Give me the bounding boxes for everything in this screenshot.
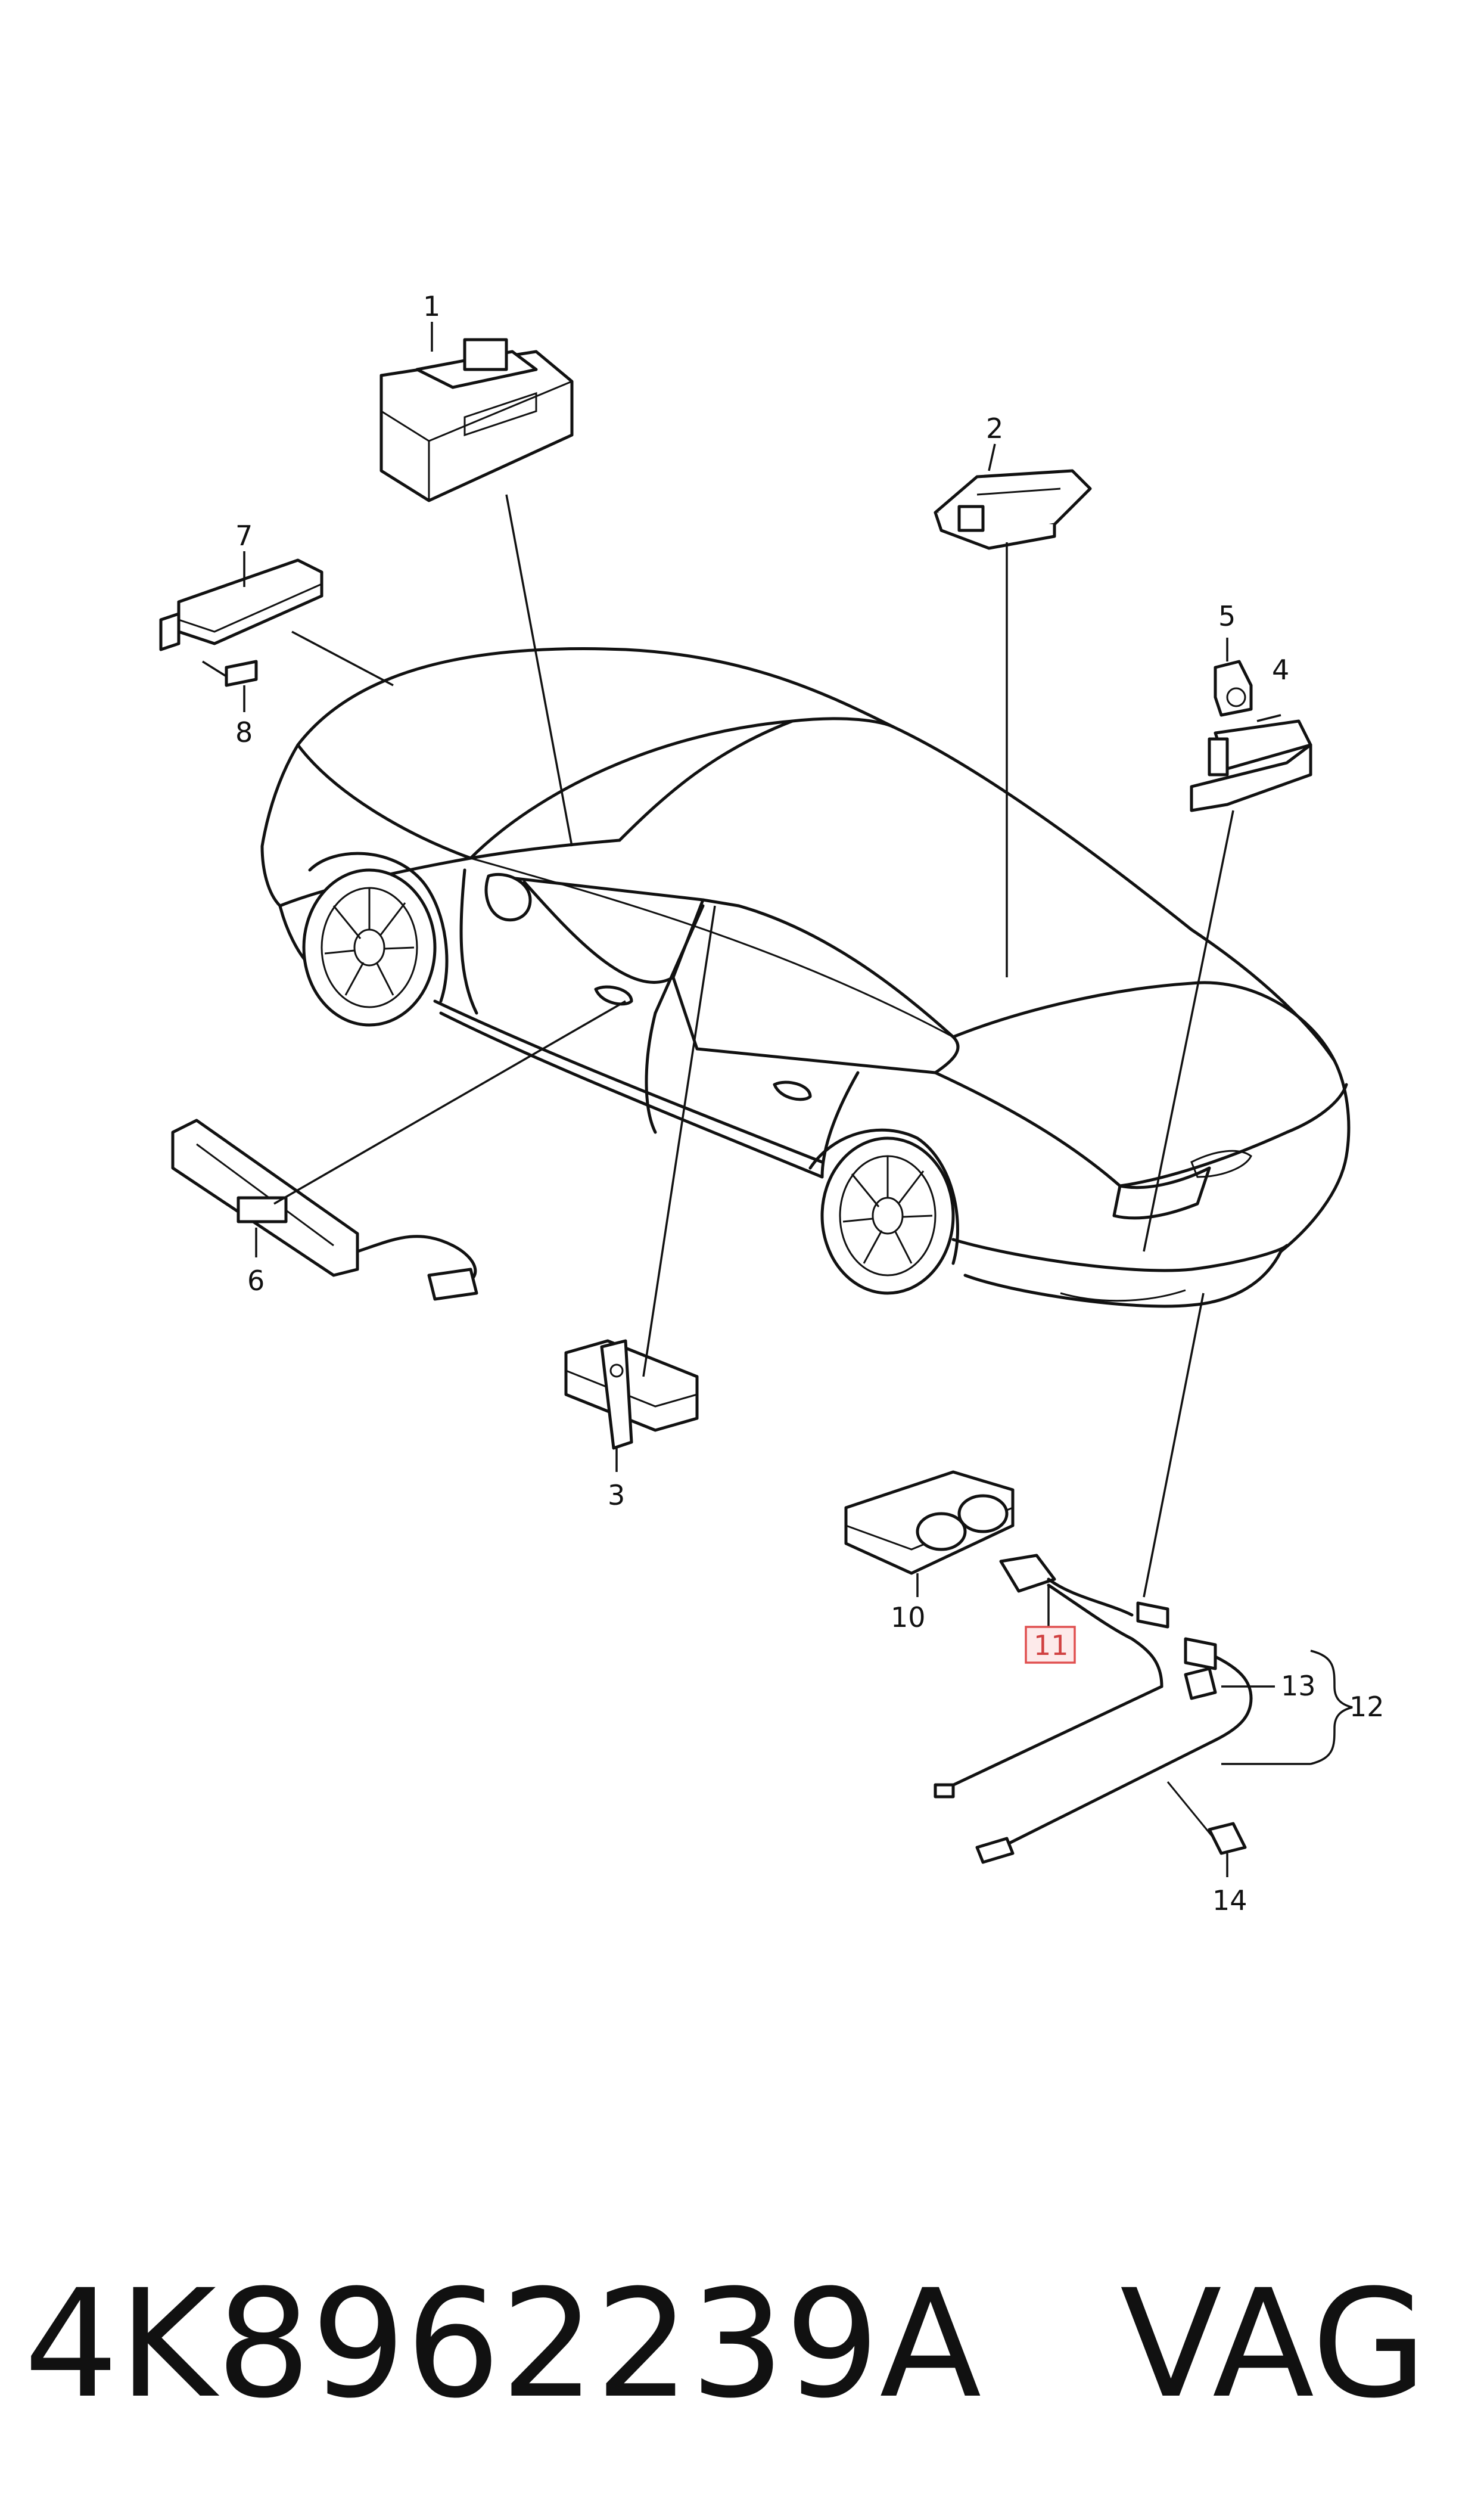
part-1-control-unit [379, 338, 574, 502]
callout-12: 12 [1349, 1691, 1385, 1723]
part-3-bracket [564, 1339, 699, 1450]
callout-4: 4 [1272, 654, 1289, 686]
side-mirror [484, 872, 532, 922]
callout-11: 11 [1034, 1629, 1069, 1661]
callout-11-highlight [1025, 1626, 1076, 1664]
callout-6: 6 [247, 1265, 265, 1297]
callout-3: 3 [608, 1479, 625, 1511]
part-8-screw [202, 660, 258, 687]
leader-lines [243, 322, 1353, 1877]
part-2-module [934, 469, 1092, 550]
callout-13: 13 [1281, 1670, 1316, 1702]
part-12-cable-set [975, 1667, 1253, 1864]
callout-1: 1 [423, 290, 440, 322]
part-4-module [1190, 719, 1312, 812]
part-5-sensor [1214, 660, 1253, 717]
part-13-clip [1184, 1667, 1217, 1700]
part-number: 4K8962239A [24, 2257, 981, 2431]
brand-name: VAG [1120, 2257, 1427, 2431]
callout-5: 5 [1218, 600, 1236, 632]
part-11-wiring-harness [934, 1554, 1253, 1799]
callout-labels: 1 2 3 4 5 6 7 8 10 11 12 13 14 [235, 290, 1385, 1917]
footer: 4K8962239A VAG [24, 2257, 1427, 2431]
part-10-connector-module [844, 1470, 1015, 1575]
callout-10: 10 [891, 1601, 926, 1633]
part-7-module [159, 558, 323, 651]
rear-door-handle [773, 1080, 812, 1101]
callout-8: 8 [235, 716, 253, 748]
callout-7: 7 [235, 520, 253, 552]
tail-light [1112, 1166, 1211, 1220]
part-14-holder [1208, 1822, 1247, 1855]
part-6-antenna-strip [171, 1119, 478, 1301]
front-door-handle [594, 985, 633, 1006]
car-illustration [260, 647, 1351, 1308]
callout-2: 2 [986, 412, 1003, 445]
callout-14: 14 [1212, 1884, 1247, 1917]
